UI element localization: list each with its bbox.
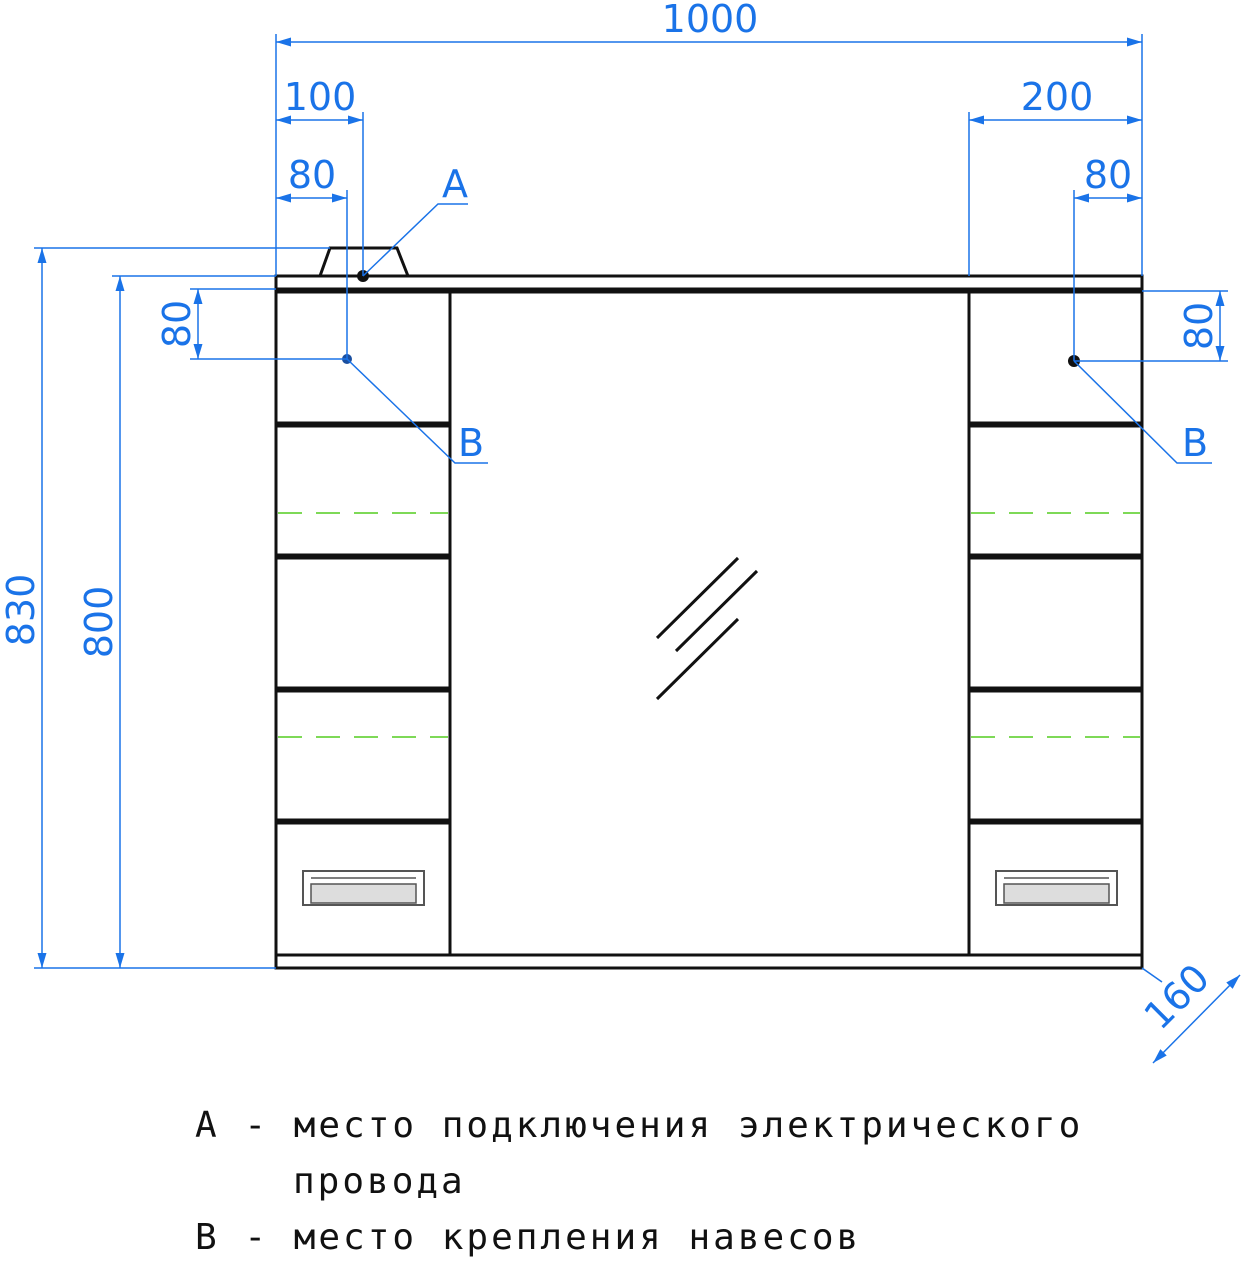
right-column-shelves	[969, 421, 1142, 825]
dim-body-height: 800	[77, 586, 121, 659]
dim-total-width: 1000	[662, 0, 759, 41]
legend-line-a-cont: провода	[293, 1161, 466, 1202]
left-column-shelves	[276, 421, 450, 825]
dim-depth: 160	[1136, 956, 1218, 1038]
dim-left-vertical-hinge: 80	[155, 300, 199, 348]
legend: А - место подключения электрического про…	[195, 1098, 1083, 1266]
point-b-left-label: B	[458, 421, 484, 465]
glass-shelves	[278, 512, 1140, 738]
legend-line-a: А - место подключения электрического	[195, 1105, 1084, 1146]
point-a-label: A	[442, 162, 468, 206]
right-drawer-handle	[995, 870, 1118, 906]
left-drawer-handle	[302, 870, 425, 906]
dim-right-vertical-hinge: 80	[1177, 302, 1221, 350]
dim-right-hinge: 80	[1084, 153, 1132, 197]
dim-total-height: 830	[0, 574, 43, 647]
dim-left-outer: 100	[284, 75, 357, 119]
leader-lines	[346, 203, 1212, 464]
legend-line-b: В - место крепления навесов	[195, 1217, 862, 1258]
dim-left-hinge: 80	[288, 153, 336, 197]
dimension-lines	[34, 34, 1241, 1064]
mirror-glare-icon	[655, 556, 759, 701]
dim-right-outer: 200	[1021, 75, 1094, 119]
cabinet-outline	[274, 274, 1144, 970]
point-b-right-label: B	[1182, 421, 1208, 465]
